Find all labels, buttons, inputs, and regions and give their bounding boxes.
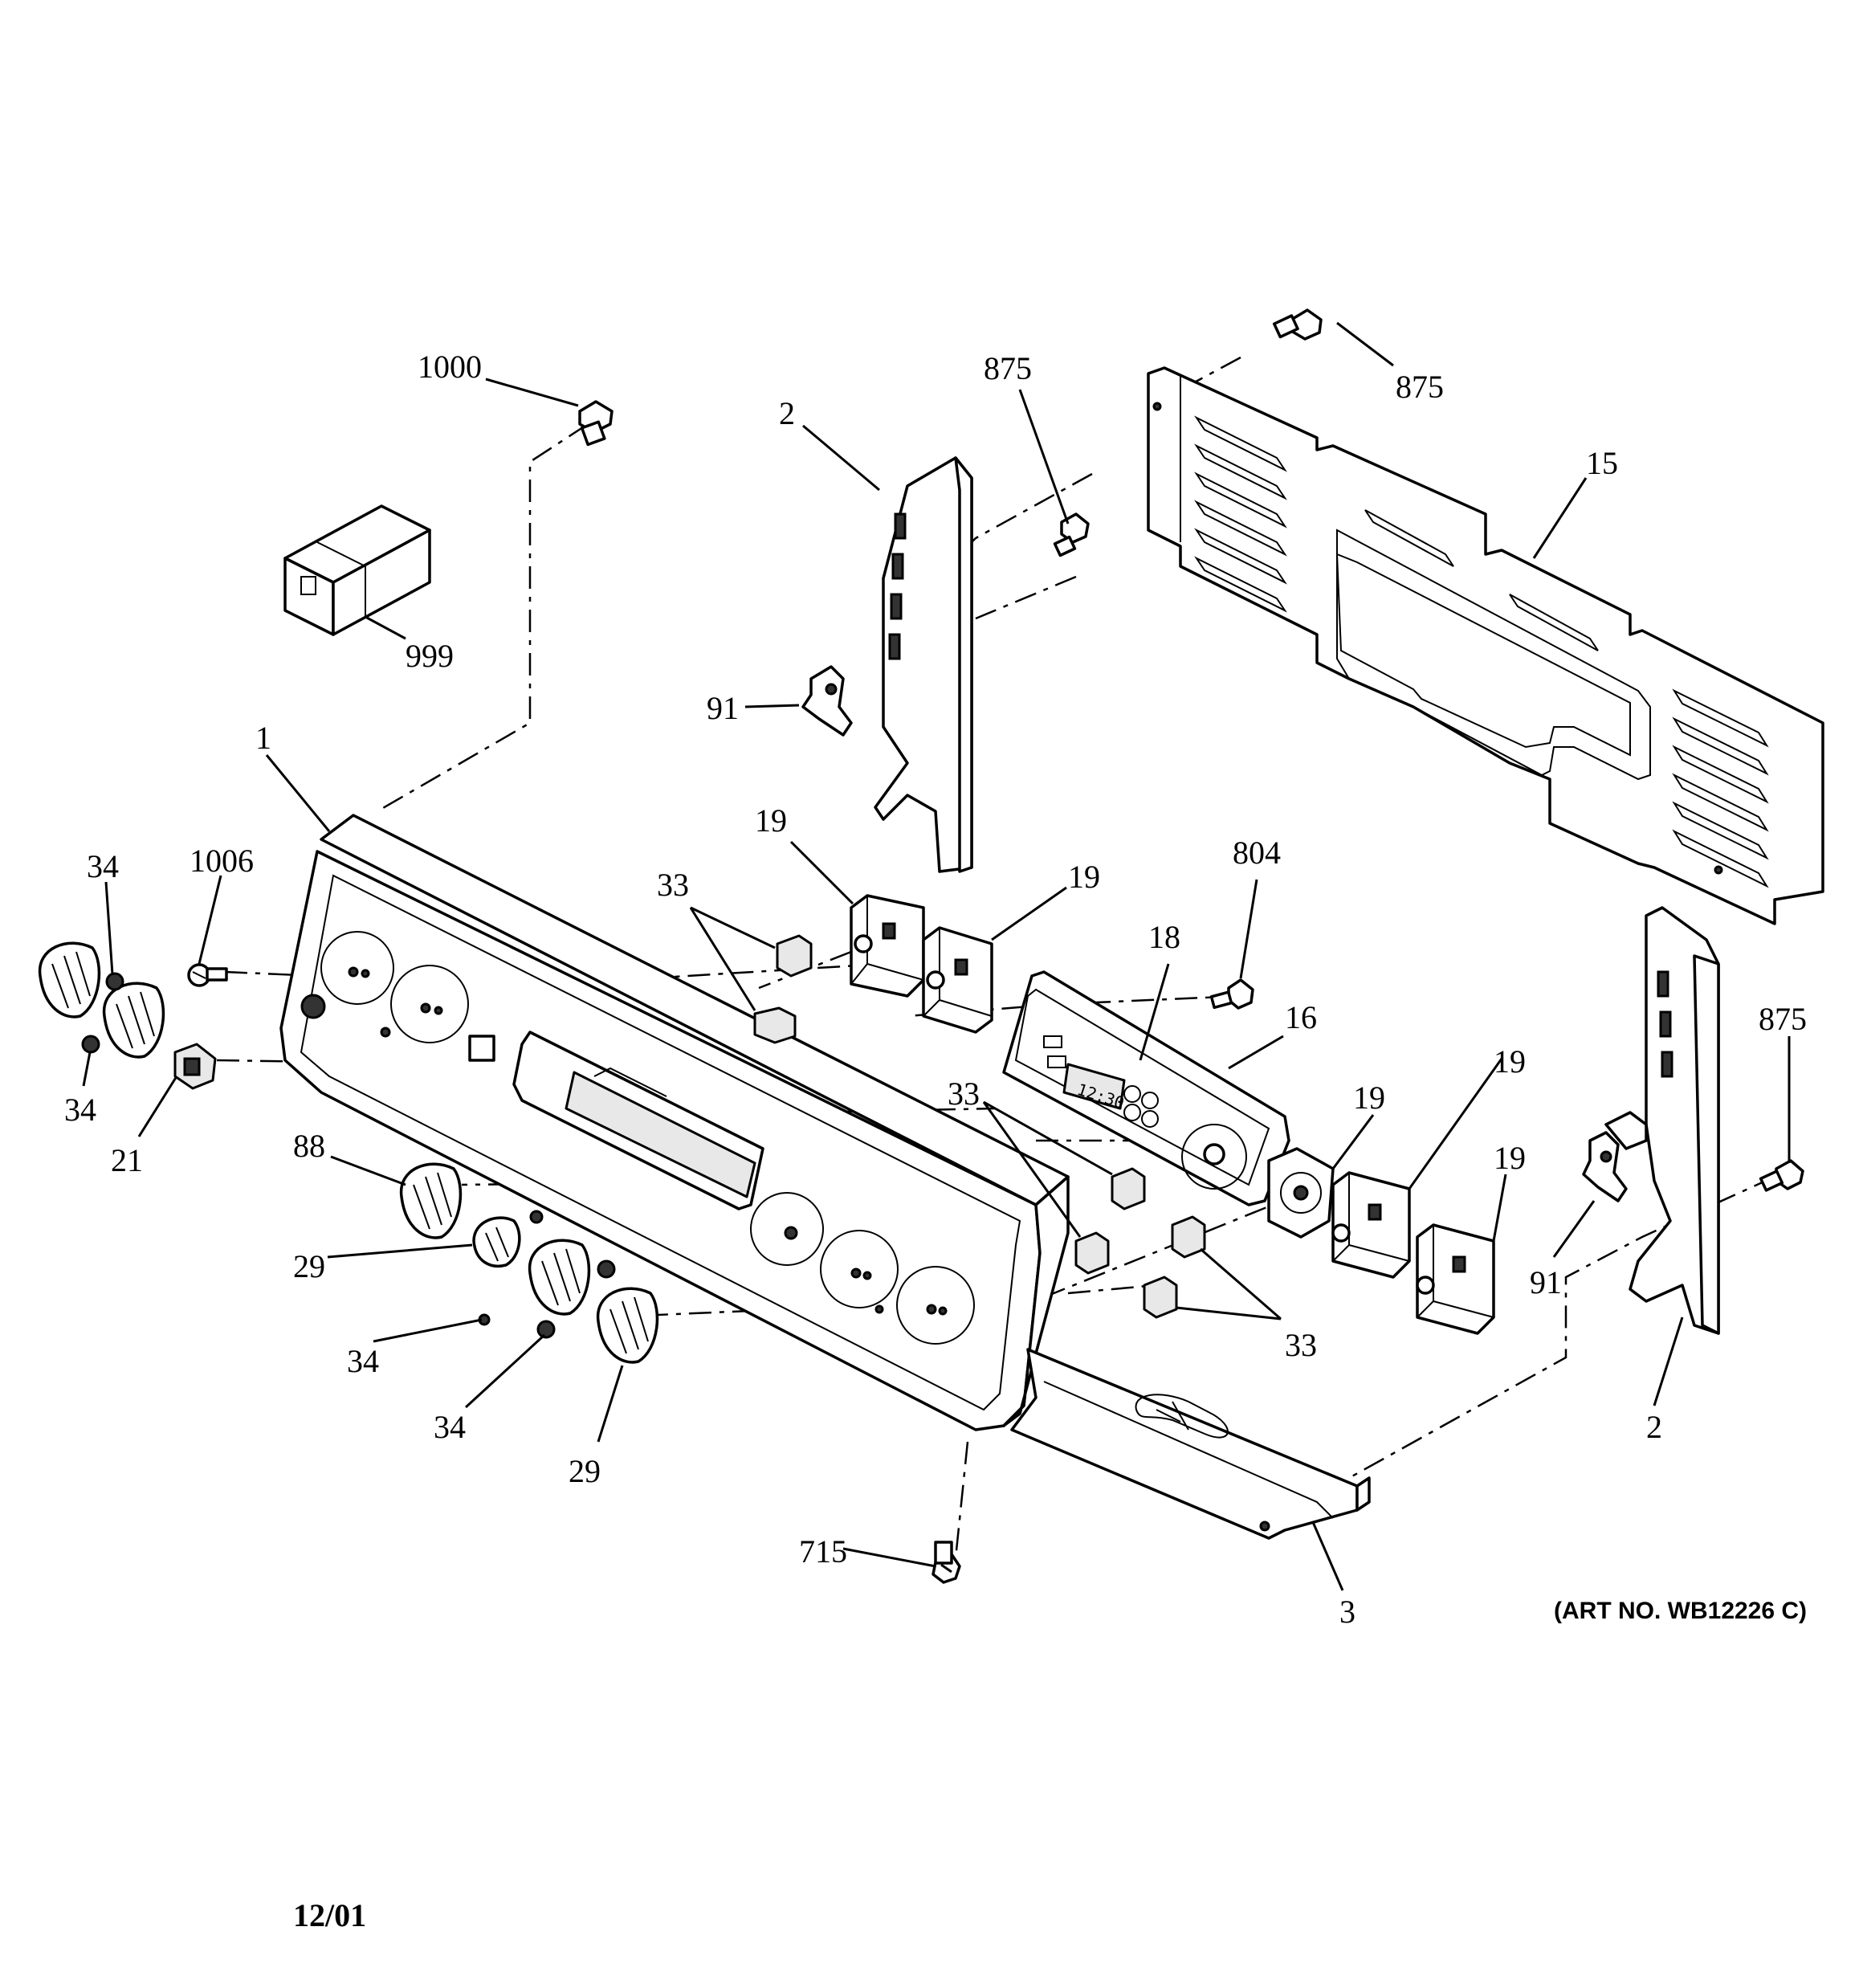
switch-clips-33 (753, 934, 1206, 1319)
callout-1: 1 (255, 720, 271, 756)
callout-19-a: 19 (755, 802, 787, 839)
control-panel-1 (279, 814, 1070, 1431)
callout-34-d: 34 (434, 1409, 466, 1445)
end-cap-left (874, 456, 973, 873)
bracket-91-left (801, 665, 853, 737)
callout-875-a: 875 (984, 350, 1032, 386)
callout-2-top: 2 (779, 395, 795, 431)
screw-875-right (1759, 1159, 1804, 1192)
art-number: (ART NO. WB12226 C) (1554, 1598, 1807, 1624)
knobs (38, 941, 659, 1364)
knob-29-small (472, 1216, 521, 1268)
infinite-switch-19-e (1416, 1223, 1495, 1335)
callout-88: 88 (293, 1128, 325, 1164)
callout-21: 21 (111, 1142, 143, 1178)
callout-19-c: 19 (1353, 1080, 1385, 1116)
callout-34-b: 34 (64, 1092, 96, 1128)
bottom-trim-3 (1010, 1348, 1371, 1540)
callouts: 1000 999 2 875 875 15 91 1 34 1006 19 19… (64, 349, 1807, 1630)
bracket-91-right (1582, 1131, 1628, 1202)
infinite-switch-19-d (1331, 1171, 1411, 1279)
callout-34-a: 34 (87, 848, 119, 884)
callout-999: 999 (406, 638, 454, 674)
end-cap-right (1604, 906, 1720, 1335)
back-panel-15 (1147, 366, 1824, 925)
callout-804: 804 (1233, 835, 1281, 871)
callout-18: 18 (1148, 919, 1180, 955)
infinite-switch-19-b (922, 926, 993, 1034)
callout-34-c: 34 (347, 1343, 379, 1379)
dial-markings-right (750, 1192, 975, 1345)
callout-715: 715 (799, 1533, 847, 1570)
dial-markings-left (300, 931, 495, 1062)
date-code: 12/01 (293, 1897, 366, 1933)
callout-1006: 1006 (190, 843, 254, 879)
callout-91-right: 91 (1530, 1264, 1562, 1300)
screw-875-top (1272, 308, 1323, 341)
screw-804 (1209, 978, 1254, 1010)
callout-3: 3 (1339, 1594, 1355, 1630)
callout-15: 15 (1586, 445, 1618, 481)
screw-875-small (1053, 512, 1090, 557)
callout-33-b: 33 (948, 1076, 980, 1112)
knob-29-large (596, 1287, 659, 1364)
screw-715 (932, 1541, 961, 1584)
infinite-switch-19-a (850, 894, 925, 998)
callout-91-left: 91 (707, 690, 739, 726)
parts-box-999 (283, 504, 431, 636)
callout-29-b: 29 (569, 1453, 601, 1489)
callout-16: 16 (1285, 999, 1317, 1035)
knob-left-top (38, 941, 101, 1018)
knob-88 (399, 1162, 463, 1239)
switch-21 (173, 1043, 217, 1090)
screw-1000 (578, 400, 614, 447)
screw-1006 (187, 963, 228, 987)
leader-lines (82, 321, 1791, 1591)
callout-2-bottom: 2 (1646, 1409, 1662, 1445)
callout-33-a: 33 (657, 867, 689, 903)
thermostat-19-c (1267, 1147, 1335, 1239)
callout-19-d: 19 (1494, 1043, 1526, 1080)
callout-29-a: 29 (293, 1248, 325, 1284)
callout-19-e: 19 (1494, 1140, 1526, 1176)
callout-1000: 1000 (418, 349, 482, 385)
knob-left-bottom (102, 982, 165, 1059)
knob-center (528, 1239, 591, 1316)
callout-875-b: 875 (1396, 369, 1444, 405)
callout-875-c: 875 (1759, 1001, 1807, 1037)
callout-19-b: 19 (1068, 859, 1100, 895)
callout-33-c: 33 (1285, 1327, 1317, 1363)
